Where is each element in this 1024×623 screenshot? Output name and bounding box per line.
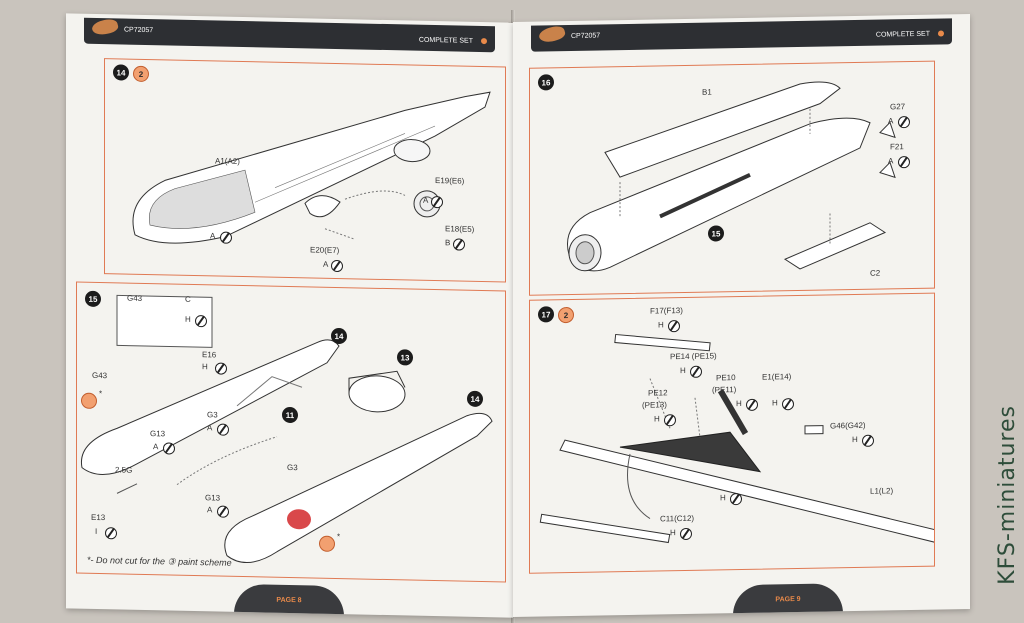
asterisk-mark: * [99, 389, 103, 399]
glue-label: H [852, 434, 858, 445]
part-label-pe10: PE10 [716, 373, 736, 383]
glue-label: A [888, 156, 894, 166]
header-title: COMPLETE SET [875, 30, 930, 39]
step-17-drawing [539, 333, 934, 545]
part-label-e20: E20(E7) [310, 245, 340, 256]
glue-icon [195, 315, 207, 328]
part-label-c11: C11(C12) [660, 513, 695, 524]
part-label-pe12: PE12 [648, 388, 668, 398]
glue-icon [215, 362, 227, 375]
step-16-drawing [567, 81, 896, 272]
kit-code: CP72057 [571, 32, 601, 40]
part-label-g43: G43 [92, 370, 108, 381]
part-label-g3: G3 [287, 462, 298, 473]
part-label-e1: E1(E14) [762, 372, 792, 382]
glue-label: A [207, 505, 213, 515]
step-15-drawing [80, 294, 493, 563]
glue-label: A [888, 116, 894, 126]
glue-label: B [445, 238, 451, 248]
glue-icon [217, 423, 229, 436]
step-number-badge: 14 [113, 64, 129, 81]
step-17-frame: 17 2 F17(F13) H PE14 (PE15) H PE12 (PE13… [529, 292, 935, 574]
glue-icon [453, 238, 465, 251]
glue-label: A [323, 259, 329, 269]
step-reference-badge: 14 [331, 327, 347, 345]
step-15-frame: 15 14 13 14 11 G43 C H G43 E16 H G13 A G… [76, 281, 506, 583]
glue-label: A [423, 195, 429, 205]
step-14-drawing [132, 91, 491, 244]
glue-icon [431, 195, 443, 209]
part-label-g13: G13 [205, 493, 221, 503]
glue-label: H [736, 398, 742, 409]
instruction-page-8: CP72057 COMPLETE SET 14 2 A1(A2) E19(E6)… [66, 13, 513, 618]
step-16-frame: 16 15 B1 G27 A F21 A C2 [529, 60, 935, 296]
page-number-tab: PAGE 9 [733, 583, 843, 616]
glue-icon [220, 231, 232, 244]
page-header: CP72057 COMPLETE SET [84, 17, 495, 53]
part-label-g27: G27 [890, 102, 906, 112]
header-dot-icon [938, 30, 944, 37]
glue-label: H [680, 365, 686, 376]
step-14-frame: 14 2 A1(A2) E19(E6) A E18(E5) B A E20(E7… [104, 58, 506, 283]
glue-label: I [95, 526, 98, 536]
part-label-g46: G46(G42) [830, 420, 866, 431]
step-reference-badge: 14 [467, 390, 483, 408]
glue-label: A [207, 423, 213, 433]
glue-label: A [210, 231, 216, 241]
glue-label: H [670, 528, 676, 538]
part-label-c2: C2 [870, 268, 881, 278]
instruction-page-9: CP72057 COMPLETE SET 16 15 B1 G27 A F21 … [513, 14, 970, 617]
part-label-e18: E18(E5) [445, 224, 475, 234]
cut-marker-icon [319, 535, 335, 552]
part-label-l1: L1(L2) [870, 486, 894, 496]
part-label-g3: G3 [207, 410, 218, 420]
part-label-e19: E19(E6) [435, 176, 465, 186]
page-header: CP72057 COMPLETE SET [531, 18, 952, 52]
glue-label: H [720, 493, 726, 503]
glue-label: H [185, 314, 191, 324]
part-label-a1: A1(A2) [215, 156, 240, 166]
glue-icon [331, 259, 343, 273]
step-reference-badge: 11 [282, 406, 298, 424]
part-label-g13: G13 [150, 429, 166, 439]
glue-label: H [654, 414, 660, 424]
page-number-tab: PAGE 8 [234, 583, 344, 617]
part-label-f17: F17(F13) [650, 306, 683, 316]
glue-icon [105, 527, 117, 540]
brand-logo-icon [537, 23, 567, 45]
glue-label: H [658, 320, 664, 330]
glue-label: H [772, 398, 778, 408]
glue-icon [163, 442, 175, 455]
paint-scheme-badge: 2 [133, 65, 149, 83]
watermark-text: KFS-miniatures [995, 405, 1020, 585]
part-label-pe13: (PE13) [642, 400, 667, 410]
part-label-e16: E16 [202, 350, 217, 360]
glue-icon [217, 505, 229, 518]
glue-label: H [202, 362, 208, 372]
part-label-e13: E13 [91, 512, 106, 523]
part-label-b1: B1 [702, 87, 712, 97]
part-label-pe11: (PE11) [712, 385, 737, 395]
brand-logo-icon [90, 17, 120, 38]
part-label-f21: F21 [890, 142, 904, 152]
weight-label: 2.5G [115, 465, 133, 475]
step-number-badge: 15 [85, 290, 101, 308]
header-dot-icon [481, 38, 487, 45]
cut-marker-icon [81, 392, 97, 409]
part-label-pe14: PE14 (PE15) [670, 351, 717, 362]
glue-label: C [185, 294, 191, 304]
part-label-g43: G43 [127, 293, 143, 303]
header-title: COMPLETE SET [418, 36, 473, 45]
kit-code: CP72057 [124, 26, 154, 35]
asterisk-mark: * [337, 531, 341, 542]
step-reference-badge: 13 [397, 349, 413, 366]
glue-label: A [153, 442, 159, 452]
